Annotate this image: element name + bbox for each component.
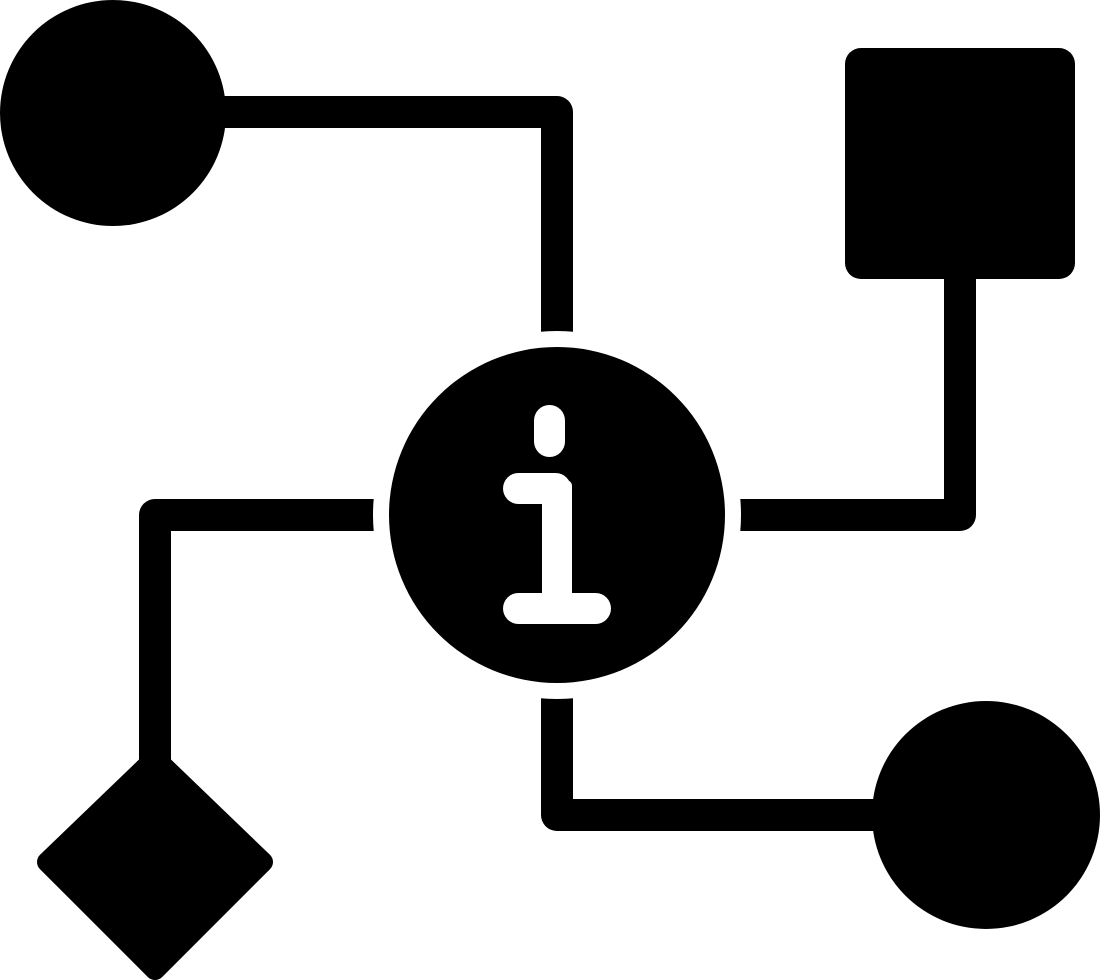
- info-icon: [503, 405, 611, 624]
- info-icon-stem: [542, 480, 572, 610]
- node-top-left-circle: [0, 0, 226, 226]
- connector-hub-to-bottom-right: [541, 654, 901, 831]
- info-icon-base: [503, 593, 611, 624]
- node-bottom-left-diamond: [37, 748, 273, 980]
- info-icon-dot: [534, 405, 565, 457]
- connector-hub-to-top-right: [699, 249, 976, 531]
- node-top-right-square: [845, 48, 1075, 279]
- connector-hub-to-bottom-left: [139, 499, 411, 786]
- node-bottom-right-circle: [872, 701, 1100, 929]
- connector-top-left-to-hub: [189, 96, 573, 376]
